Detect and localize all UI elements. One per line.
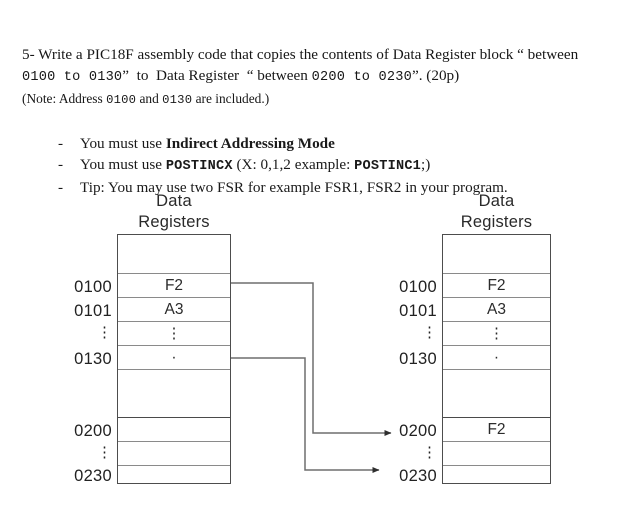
right-address-0130: 0130 [399,350,437,368]
table-row[interactable] [118,442,230,466]
question-block: 5- Write a PIC18F assembly code that cop… [22,44,622,110]
cell-value: A3 [164,300,184,318]
table-row[interactable]: F2 [443,274,550,298]
table-row[interactable] [118,418,230,442]
left-register-table: F2 A3 ⋮ · [117,234,231,484]
left-address-ellipsis-2: ⋮ [97,444,112,461]
bullet-dash-icon: - [58,156,64,173]
question-line-1: 5- Write a PIC18F assembly code that cop… [22,44,622,65]
left-address-0100: 0100 [74,278,112,296]
instruction-postinc1: POSTINC1 [354,159,422,174]
question-line-2: 0100 to 0130” to Data Register “ between… [22,65,622,88]
bullet-dash-icon: - [58,179,64,196]
requirement-prefix: Tip: You may use two FSR for example FSR… [80,179,508,196]
note-addr-start: 0100 [106,93,137,107]
right-table-title-line2: Registers [460,213,533,231]
cell-value: · [493,348,500,366]
question-line-2-mid: ” to Data Register “ between [122,67,312,84]
right-address-0101: 0101 [399,302,437,320]
table-row[interactable]: ⋮ [118,322,230,346]
table-row[interactable]: A3 [118,298,230,322]
note-prefix: (Note: Address [22,91,107,106]
right-address-0230: 0230 [399,467,437,485]
note-addr-end: 0130 [162,93,193,107]
table-row[interactable]: · [118,346,230,370]
table-row[interactable]: A3 [443,298,550,322]
right-register-table: F2 A3 ⋮ · F2 [442,234,551,484]
table-row[interactable] [118,466,230,485]
table-row[interactable] [443,370,550,418]
cell-value: F2 [164,276,184,294]
cell-value: · [171,348,177,366]
question-note: (Note: Address 0100 and 0130 are include… [22,89,622,110]
cell-value: F2 [487,420,506,438]
right-address-0200: 0200 [399,422,437,440]
cell-ellipsis: ⋮ [489,324,504,342]
arrow-0130-to-0230 [231,357,380,473]
requirement-text: You must use Indirect Addressing Mode [80,133,618,154]
requirement-item: - Tip: You may use two FSR for example F… [58,177,618,198]
cell-ellipsis: ⋮ [166,324,182,342]
requirement-list: - You must use Indirect Addressing Mode … [58,133,618,198]
requirement-suffix: ;) [421,156,431,173]
requirement-text: Tip: You may use two FSR for example FSR… [80,177,618,198]
note-conjunction: and [136,91,163,106]
left-address-0200: 0200 [74,422,112,440]
right-address-0100: 0100 [399,278,437,296]
right-address-ellipsis-1: ⋮ [422,324,437,341]
requirement-emphasis: Indirect Addressing Mode [165,135,335,152]
table-row[interactable]: ⋮ [443,322,550,346]
requirement-prefix: You must use [80,135,166,152]
table-row[interactable] [443,466,550,485]
cell-value: F2 [487,276,506,294]
table-row[interactable] [443,235,550,274]
question-line-2-end: ”. (20p) [411,67,460,84]
left-address-ellipsis-1: ⋮ [97,324,112,341]
arrow-0100-to-0200 [231,282,392,436]
table-row[interactable] [118,235,230,274]
cell-value: A3 [487,300,506,318]
table-row[interactable]: · [443,346,550,370]
right-address-ellipsis-2: ⋮ [422,444,437,461]
requirement-mid: (X: 0,1,2 example: [232,156,355,173]
table-row[interactable] [118,370,230,418]
left-table-title-line2: Registers [138,213,210,231]
range-destination: 0200 to 0230 [311,70,412,85]
instruction-postincx: POSTINCX [165,159,233,174]
requirement-prefix: You must use [80,156,166,173]
bullet-dash-icon: - [58,135,64,152]
range-source: 0100 to 0130 [22,70,123,85]
left-address-0230: 0230 [74,467,112,485]
requirement-item: - You must use Indirect Addressing Mode [58,133,618,154]
requirement-text: You must use POSTINCX (X: 0,1,2 example:… [80,154,618,177]
table-row[interactable]: F2 [443,418,550,442]
left-address-0130: 0130 [74,350,112,368]
left-address-0101: 0101 [74,302,112,320]
question-line-1-text: 5- Write a PIC18F assembly code that cop… [22,46,579,63]
table-row[interactable]: F2 [118,274,230,298]
note-suffix: are included.) [192,91,270,106]
requirement-item: - You must use POSTINCX (X: 0,1,2 exampl… [58,154,618,177]
table-row[interactable] [443,442,550,466]
